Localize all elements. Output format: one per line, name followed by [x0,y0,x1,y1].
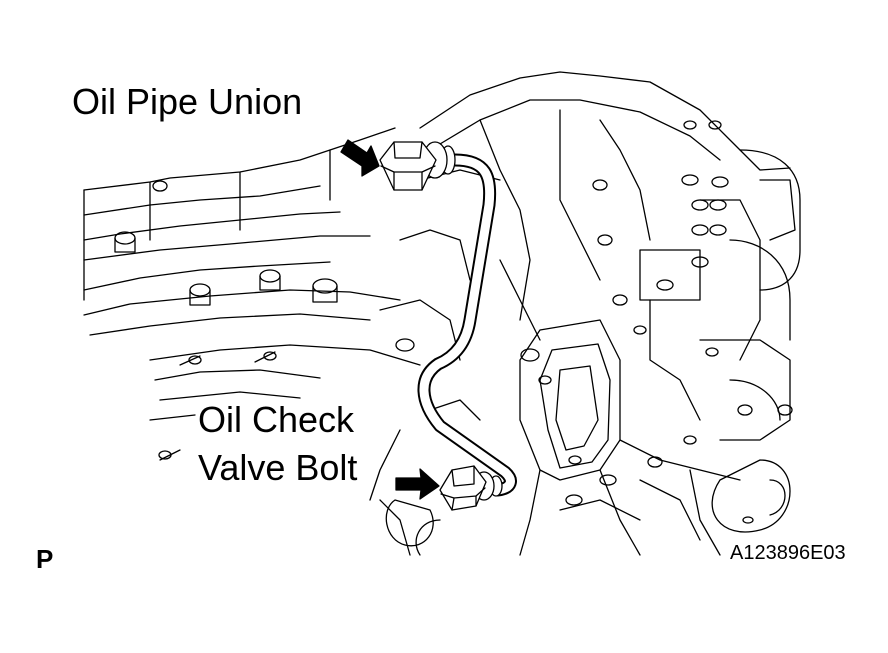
oil-check-valve-bolt-label: Oil Check Valve Bolt [198,396,357,492]
oil-pipe-union-label: Oil Pipe Union [72,81,303,122]
arrow-to-check-valve [396,469,439,499]
oil-pipe-union-fitting [380,142,455,190]
engine-bolts [115,121,792,523]
pointer-arrows [341,140,439,499]
arrow-to-union [341,140,379,176]
figure-code: A123896E03 [730,542,846,564]
oil-check-valve-bolt-label-line1: Oil Check [198,399,355,440]
oil-check-valve-bolt-fitting [440,466,502,510]
oil-pipe [424,160,510,490]
view-marker: P [36,544,54,574]
oil-check-valve-bolt-label-line2: Valve Bolt [198,447,358,488]
engine-block-outline [84,72,800,555]
